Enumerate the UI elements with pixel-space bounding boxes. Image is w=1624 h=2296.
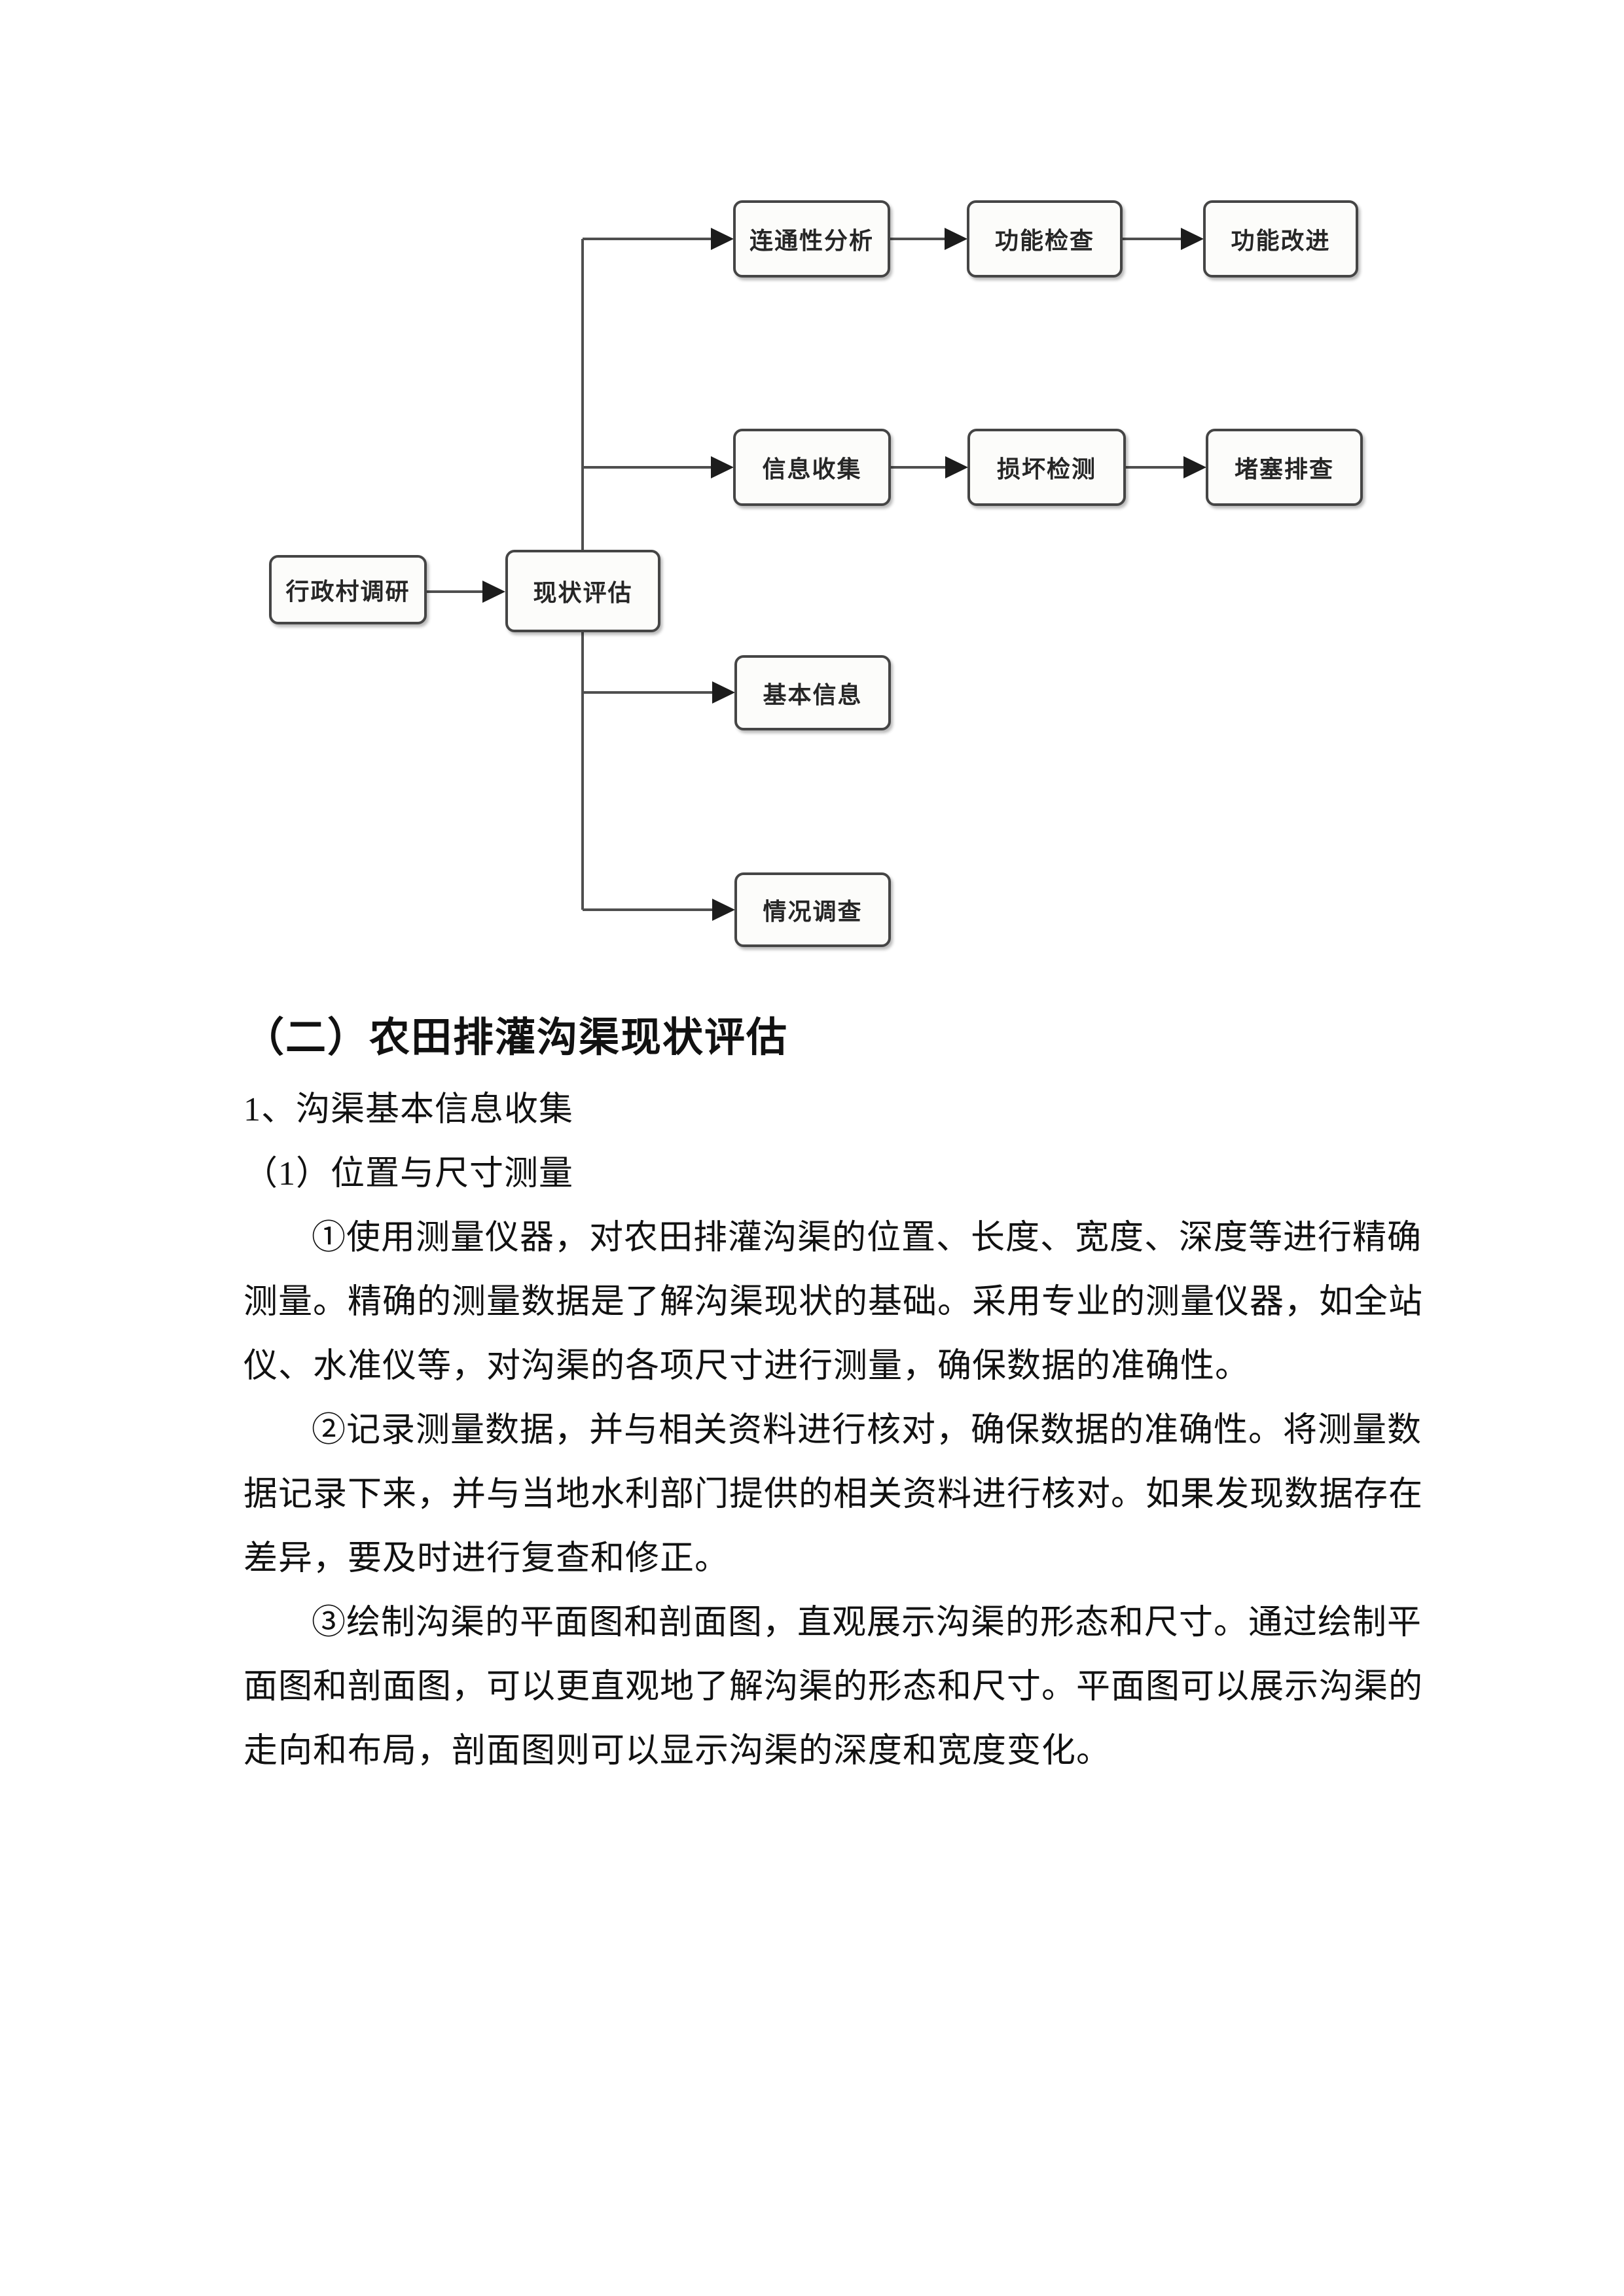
paragraph-line: 仪、水准仪等，对沟渠的各项尺寸进行测量，确保数据的准确性。	[244, 1348, 1250, 1385]
paragraph-line: ③绘制沟渠的平面图和剖面图，直观展示沟渠的形态和尺寸。通过绘制平	[312, 1604, 1422, 1641]
node-label: 情况调查	[763, 898, 863, 925]
node-label: 基本信息	[763, 681, 863, 708]
node-label: 连通性分析	[749, 227, 874, 254]
section-heading: （二）农田排灌沟渠现状评估	[244, 1016, 789, 1060]
connector-connectivity-to-check	[890, 228, 967, 250]
flowchart-node-connectivity-analysis: 连通性分析	[733, 200, 890, 278]
subheading-level1: 1、沟渠基本信息收集	[244, 1091, 574, 1128]
connector-status-to-basic	[583, 681, 735, 704]
document-body: 1、沟渠基本信息收集 （1）位置与尺寸测量 ①使用测量仪器，对农田排灌沟渠的位置…	[244, 1078, 1424, 1784]
flowchart-node-damage-detection: 损坏检测	[967, 429, 1126, 506]
connector-village-to-status	[427, 581, 505, 603]
flowchart-node-status-assessment: 现状评估	[505, 550, 660, 632]
connector-status-to-connectivity	[583, 228, 734, 250]
node-label: 现状评估	[533, 579, 633, 606]
flowchart-node-function-improvement: 功能改进	[1203, 200, 1358, 278]
flowchart-connectors	[427, 228, 1206, 921]
flowchart-diagram: 行政村调研 现状评估 连通性分析 功能检查 功能改进 信息收集 损坏检测 堵塞排…	[0, 0, 1624, 982]
subheading-level2: （1）位置与尺寸测量	[244, 1155, 574, 1193]
node-label: 行政村调研	[285, 578, 410, 605]
node-label: 功能检查	[994, 227, 1094, 254]
connector-info-to-damage	[891, 456, 968, 478]
paragraph-line: ①使用测量仪器，对农田排灌沟渠的位置、长度、宽度、深度等进行精确	[312, 1219, 1422, 1257]
connector-damage-to-blockage	[1126, 456, 1206, 478]
paragraph-line: 测量。精确的测量数据是了解沟渠现状的基础。采用专业的测量仪器，如全站	[244, 1283, 1424, 1321]
flowchart-node-village-survey: 行政村调研	[269, 555, 427, 624]
flowchart-node-situation-survey: 情况调查	[734, 872, 891, 947]
connector-check-to-improve	[1123, 228, 1204, 250]
flowchart-node-basic-info: 基本信息	[734, 655, 891, 730]
paragraph-line: 面图和剖面图，可以更直观地了解沟渠的形态和尺寸。平面图可以展示沟渠的	[244, 1668, 1424, 1706]
node-label: 信息收集	[762, 456, 862, 482]
node-label: 功能改进	[1231, 227, 1331, 254]
connector-status-to-situation	[583, 899, 735, 921]
flowchart-node-function-check: 功能检查	[967, 200, 1123, 278]
node-label: 堵塞排查	[1234, 456, 1334, 482]
paragraph-line: 据记录下来，并与当地水利部门提供的相关资料进行核对。如果发现数据存在	[244, 1476, 1424, 1513]
paragraph-line: 差异，要及时进行复查和修正。	[244, 1540, 730, 1577]
flowchart-node-blockage-inspection: 堵塞排查	[1206, 429, 1363, 506]
flowchart-node-info-collection: 信息收集	[733, 429, 891, 506]
connector-status-to-info	[583, 456, 734, 478]
paragraph-line: 走向和布局，剖面图则可以显示沟渠的深度和宽度变化。	[244, 1732, 1111, 1770]
paragraph-line: ②记录测量数据，并与相关资料进行核对，确保数据的准确性。将测量数	[312, 1412, 1422, 1449]
node-label: 损坏检测	[996, 456, 1096, 482]
